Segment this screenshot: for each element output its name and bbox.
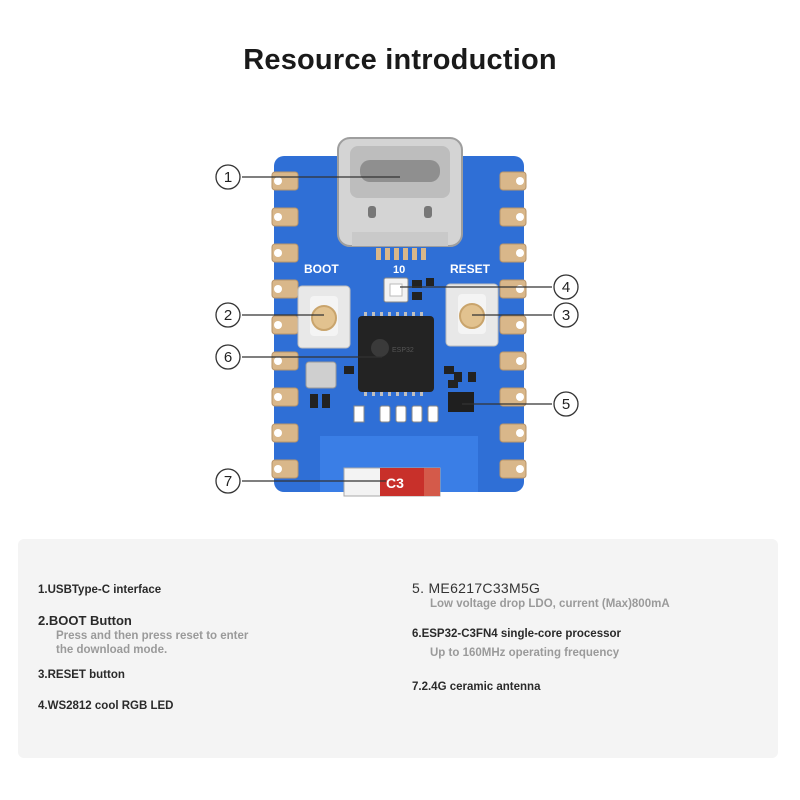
feature-description-line: the download mode. xyxy=(56,644,168,656)
feature-item-4: 4.WS2812 cool RGB LED xyxy=(38,700,173,712)
feature-description-line: Up to 160MHz operating frequency xyxy=(430,647,620,659)
silk-boot-label: BOOT xyxy=(304,262,339,276)
rgb-led-component xyxy=(383,277,434,303)
svg-text:4: 4 xyxy=(562,279,570,296)
feature-item-5: 5. ME6217C33M5G Low voltage drop LDO, cu… xyxy=(412,580,670,611)
svg-text:2: 2 xyxy=(224,307,232,324)
right-edge-pads xyxy=(499,171,527,479)
feature-heading: 7.2.4G ceramic antenna xyxy=(412,681,541,693)
silk-reset-label: RESET xyxy=(450,262,491,276)
svg-text:6: 6 xyxy=(224,349,232,366)
passive-components xyxy=(305,361,458,423)
silk-gpio-label: 10 xyxy=(393,264,405,276)
svg-text:1: 1 xyxy=(224,169,232,186)
board-illustration: BOOT 10 RESET ESP32 xyxy=(215,137,579,497)
svg-text:5: 5 xyxy=(562,396,570,413)
feature-item-2: 2.BOOT Button Press and then press reset… xyxy=(38,613,248,657)
feature-heading: 1.USBType-C interface xyxy=(38,584,162,596)
callout-lines xyxy=(242,176,552,482)
feature-heading: 6.ESP32-C3FN4 single-core processor xyxy=(412,628,621,640)
callout-3: 3 xyxy=(553,302,579,328)
callout-2: 2 xyxy=(215,302,241,328)
usb-c-connector xyxy=(337,137,463,247)
esp32-chip: ESP32 xyxy=(358,312,434,396)
svg-text:7: 7 xyxy=(224,473,232,490)
callout-7: 7 xyxy=(215,468,241,494)
feature-panel xyxy=(18,539,778,758)
callout-1: 1 xyxy=(215,164,241,190)
feature-heading: 3.RESET button xyxy=(38,669,125,681)
silk-antenna-label: C3 xyxy=(386,475,404,491)
callout-5: 5 xyxy=(553,391,579,417)
feature-item-7: 7.2.4G ceramic antenna xyxy=(412,681,540,693)
boot-button-component xyxy=(297,285,351,349)
svg-text:ESP32: ESP32 xyxy=(392,347,414,354)
callout-4: 4 xyxy=(553,274,579,300)
usb-pin-pads xyxy=(376,248,426,260)
feature-heading: 2.BOOT Button xyxy=(38,613,132,628)
feature-heading: 4.WS2812 cool RGB LED xyxy=(38,700,174,712)
callout-6: 6 xyxy=(215,344,241,370)
feature-description-line: Low voltage drop LDO, current (Max)800mA xyxy=(430,598,670,610)
left-edge-pads xyxy=(271,171,299,479)
feature-item-6: 6.ESP32-C3FN4 single-core processor Up t… xyxy=(412,628,621,660)
feature-item-3: 3.RESET button xyxy=(38,669,125,681)
feature-description-line: Press and then press reset to enter xyxy=(56,630,249,642)
feature-heading: 5. ME6217C33M5G xyxy=(412,580,541,596)
page-title: Resource introduction xyxy=(243,44,557,76)
svg-text:3: 3 xyxy=(562,307,570,324)
feature-item-1: 1.USBType-C interface xyxy=(38,584,161,596)
ceramic-antenna: C3 xyxy=(343,467,441,497)
ldo-regulator xyxy=(448,372,476,412)
